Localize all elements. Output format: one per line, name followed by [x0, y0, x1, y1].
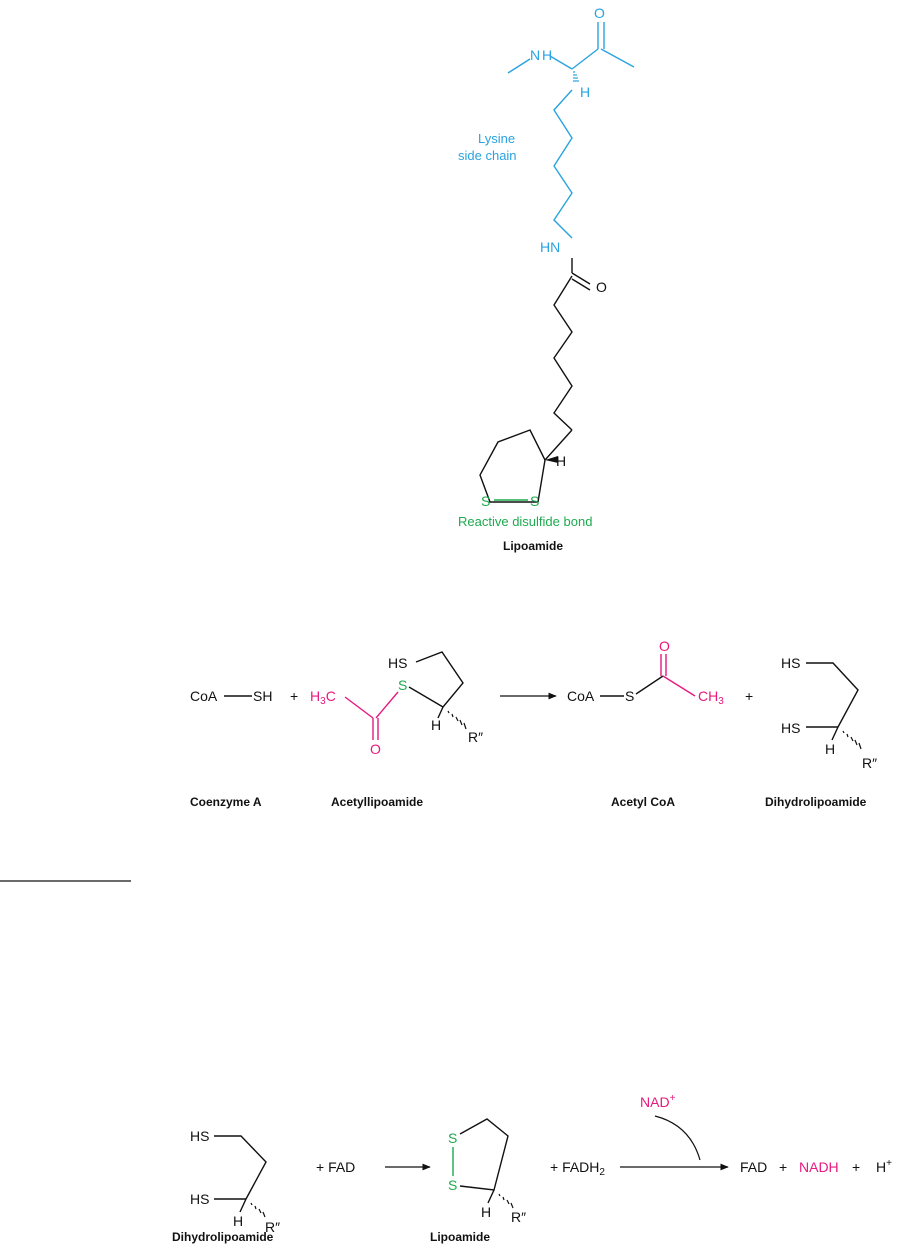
h-label-2: H: [825, 741, 835, 757]
o-carbonyl: O: [370, 741, 381, 757]
hs-b: HS: [781, 720, 800, 736]
lipoamide-name: Lipoamide: [503, 539, 563, 553]
nadh-label: NADH: [799, 1159, 839, 1175]
h3c-label: H3C: [310, 688, 336, 707]
hashed-wedge-r3: [251, 1203, 265, 1217]
plus-fadh2: + FADH2: [550, 1159, 605, 1178]
r-group: R″: [468, 729, 483, 745]
hashed-wedge: [573, 72, 579, 81]
s-bottom: S: [448, 1177, 457, 1193]
hs-b-2: HS: [190, 1191, 209, 1207]
h-stereo: H: [431, 717, 441, 733]
r-group-2: R″: [862, 755, 877, 771]
label-coenzyme-a: Coenzyme A: [190, 795, 262, 809]
r-group-4: R″: [511, 1209, 526, 1225]
label-acetyl-coa: Acetyl CoA: [611, 795, 675, 809]
hashed-wedge-r4: [499, 1194, 513, 1208]
hashed-wedge-r2: [843, 731, 861, 749]
atom-o-top: O: [594, 5, 605, 21]
atom-h-alpha: H: [580, 84, 590, 100]
plus-fad: + FAD: [316, 1159, 355, 1175]
atom-hn: HN: [540, 239, 560, 255]
nad-curved-arrow: [655, 1116, 700, 1160]
coa-label: CoA: [190, 688, 218, 704]
plus-a: +: [779, 1159, 787, 1175]
hs-a-2: HS: [190, 1128, 209, 1144]
h-label-3: H: [233, 1213, 243, 1229]
label-lipoamide-2: Lipoamide: [430, 1230, 490, 1244]
label-dihydrolipoamide-2: Dihydrolipoamide: [172, 1230, 274, 1244]
h-plus: H+: [876, 1158, 892, 1175]
disulfide-label: Reactive disulfide bond: [458, 514, 592, 529]
hs-a: HS: [781, 655, 800, 671]
reaction-2: HS HS H R″ + FAD S S H R″ + FADH2: [172, 1093, 892, 1244]
label-dihydrolipoamide: Dihydrolipoamide: [765, 795, 867, 809]
lysine-label-line2: side chain: [458, 148, 517, 163]
plus-1: +: [290, 688, 298, 704]
ch3-label: CH3: [698, 688, 724, 707]
atom-h-ring: H: [556, 453, 566, 469]
reaction-1: CoA SH + H3C O S HS H R″ CoA S: [190, 638, 877, 809]
h-label-4: H: [481, 1204, 491, 1220]
o-label-2: O: [659, 638, 670, 654]
plus-b: +: [852, 1159, 860, 1175]
fad-label: FAD: [740, 1159, 767, 1175]
hashed-wedge-r: [448, 711, 466, 729]
lysine-label-line1: Lysine: [478, 131, 515, 146]
hs-top: HS: [388, 655, 407, 671]
plus-2: +: [745, 688, 753, 704]
s-label-2: S: [625, 688, 634, 704]
nad-label: NAD+: [640, 1093, 676, 1110]
s-top: S: [448, 1130, 457, 1146]
atom-s-left: S: [481, 493, 490, 509]
s-thioester: S: [398, 677, 407, 693]
atom-s-right: S: [530, 493, 539, 509]
coa-label-2: CoA: [567, 688, 595, 704]
atom-n: N: [530, 47, 540, 63]
label-acetyllipoamide: Acetyllipoamide: [331, 795, 423, 809]
lipoamide-structure: N H H O Lysine side chain HN O H S S Rea…: [458, 5, 634, 553]
sh-label: SH: [253, 688, 272, 704]
atom-h-amine: H: [542, 47, 552, 63]
atom-o-amide: O: [596, 279, 607, 295]
